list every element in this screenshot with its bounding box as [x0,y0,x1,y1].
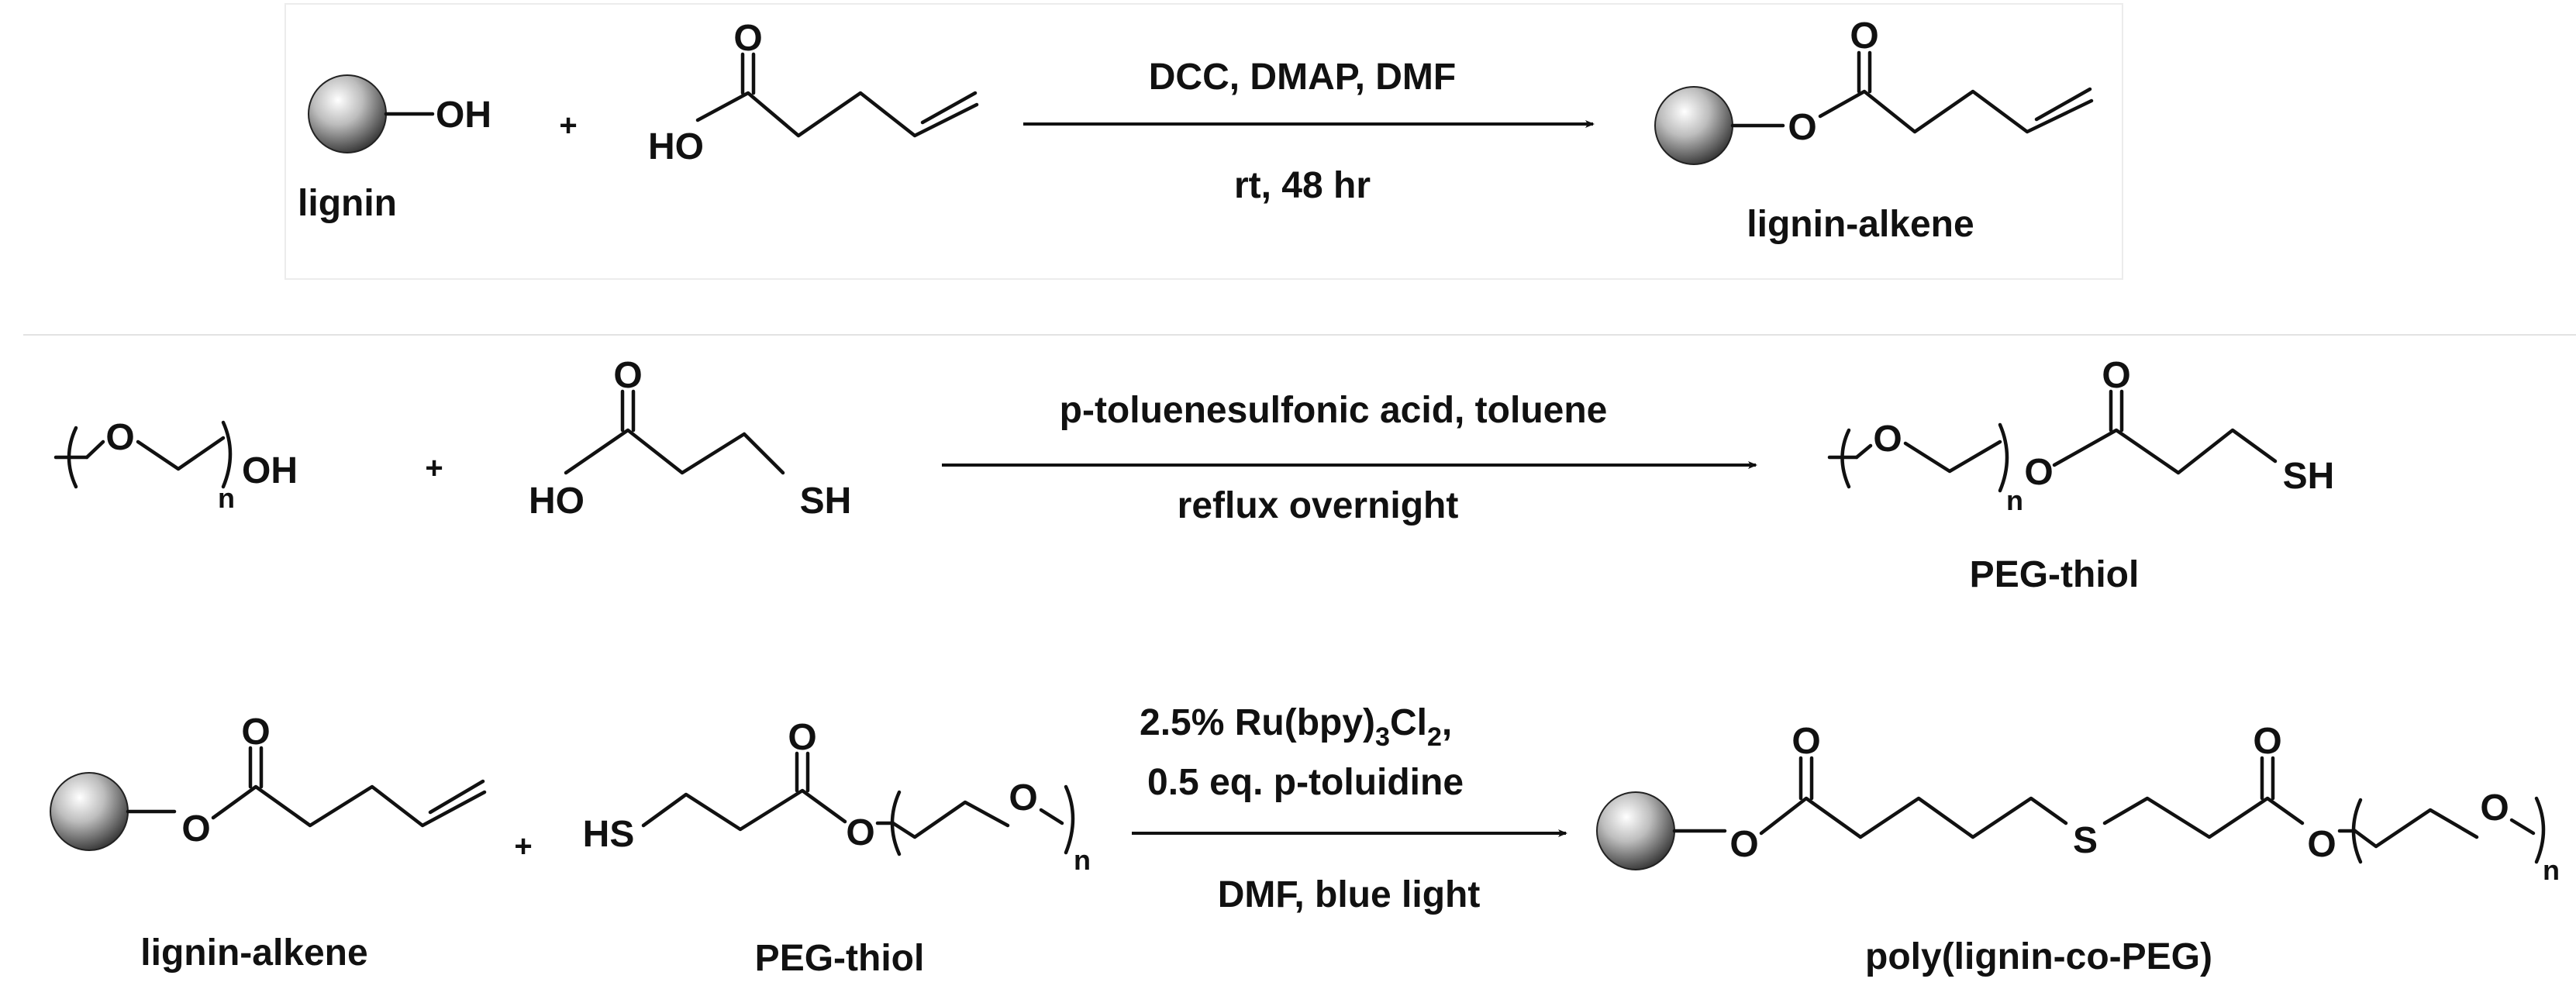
ether-o-atom: O [1873,419,1902,460]
step1-reaction: OH lignin + O HO DCC, DMAP, DMF rt, 48 h… [284,3,2123,280]
bond-chain [211,784,487,828]
lignin-sphere-icon [50,772,129,851]
poly-lignin-co-peg-product: O O S O O O n poly(lignin-co-PEG) [1596,721,2560,977]
thiol-hs-atom: HS [583,814,635,855]
sulfide-s-atom: S [2073,820,2098,861]
lignin-reactant: OH lignin [298,74,491,224]
lignin-alkene-label: lignin-alkene [1747,204,1974,245]
thiol-sh-atom: SH [800,481,852,522]
ether-o-atom: O [105,417,134,458]
step2-condition-above: p-toluenesulfonic acid, toluene [1060,390,1608,431]
step1-condition-below: rt, 48 hr [1234,165,1371,206]
carbonyl-o-atom-2: O [2253,721,2281,762]
bond [2509,818,2536,836]
peg-reactant: O OH n [53,417,298,514]
step3-condition-below: DMF, blue light [1218,874,1481,915]
carbonyl-o-atom: O [733,18,762,59]
peg-thiol-product: O n O O SH PEG-thiol [1827,355,2335,595]
step3-reaction: O O lignin-alkene + HS O O O n PEG-thiol [50,702,2560,979]
plus-sign: + [559,109,577,143]
lignin-label: lignin [298,183,397,224]
lignin-alkene-product: O O lignin-alkene [1654,16,2094,245]
ester-o-atom-2: O [2307,824,2336,865]
close-bracket [1064,784,1075,855]
double-bond [428,779,485,815]
mercaptopropionic-acid-reactant: O HO SH [529,355,851,522]
carbonyl-o-atom-1: O [1791,721,1820,762]
peg-thiol-reactant: HS O O O n PEG-thiol [583,717,1091,979]
ester-o-atom: O [2024,452,2053,493]
repeat-subscript-n: n [2006,484,2023,516]
close-bracket [221,420,233,489]
ester-o-atom-1: O [1729,824,1758,865]
bond-chain [136,436,226,471]
carbonyl-o-atom: O [2102,355,2130,396]
pentenoic-acid-reactant: O HO [648,18,979,167]
bond-chain [564,428,785,475]
ether-o-atom: O [1009,777,1037,819]
plus-sign: + [425,451,443,485]
lignin-sphere-icon [308,74,387,153]
lignin-alkene-label: lignin-alkene [140,932,367,974]
bond-chain [1759,796,2068,839]
carbonyl-o-atom: O [241,712,270,753]
step3-condition-line1: 2.5% Ru(bpy)3Cl2, [1140,702,1452,752]
lignin-oh-atom: OH [436,95,491,136]
bond-chain [2353,808,2479,849]
plus-sign: + [514,829,532,863]
peg-thiol-label: PEG-thiol [1970,554,2140,595]
step1-panel-border [284,3,2123,280]
repeat-subscript-n: n [218,482,235,514]
close-bracket [2534,796,2546,864]
bond-chain [891,800,1010,839]
carbonyl-o-atom: O [1850,16,1878,57]
bond [1854,443,1873,460]
bond [84,439,105,460]
bond-chain [1818,89,2094,134]
bond-chain [2052,428,2278,475]
lignin-alkene-reactant: O O lignin-alkene [50,712,487,974]
step3-condition-line2: 0.5 eq. p-toluidine [1147,762,1464,803]
close-bracket [1998,422,2009,493]
ester-o-atom: O [181,808,210,850]
double-bond [2034,87,2092,122]
bond-chain [641,788,847,832]
poly-lignin-co-peg-label: poly(lignin-co-PEG) [1865,936,2212,977]
lignin-sphere-icon [1654,86,1733,165]
step2-condition-below: reflux overnight [1178,485,1459,526]
peg-thiol-label: PEG-thiol [755,938,925,979]
peg-oh-atom: OH [242,450,298,491]
acid-ho-atom: HO [648,126,704,167]
repeat-subscript-n: n [1074,844,1091,876]
acid-ho-atom: HO [529,481,585,522]
ester-o-atom: O [1788,107,1816,148]
ether-o-atom: O [2480,787,2509,829]
bond-chain [1903,439,2002,474]
lignin-sphere-icon [1596,791,1675,870]
ester-o-atom: O [846,812,874,853]
step1-condition-above: DCC, DMAP, DMF [1149,57,1456,98]
bond-chain [695,91,979,138]
thiol-sh-atom: SH [2283,456,2335,497]
carbonyl-o-atom: O [788,717,816,758]
carbonyl-o-atom: O [613,355,642,396]
bond-chain [2102,796,2305,839]
double-bond [920,91,978,125]
bond [1039,808,1064,825]
repeat-subscript-n: n [2543,854,2560,886]
step2-reaction: O OH n + O HO SH p-toluenesulfonic acid,… [53,355,2335,595]
